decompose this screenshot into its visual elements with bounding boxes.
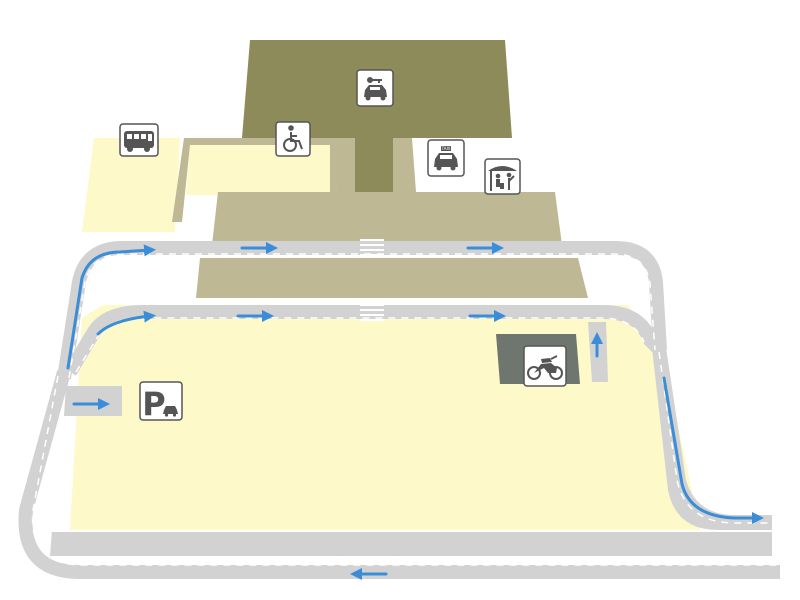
pickup-sign[interactable] [484, 158, 521, 195]
car-rental-sign[interactable] [356, 69, 394, 107]
bottom-road-edge [52, 530, 772, 532]
west-outer-road [18, 370, 780, 579]
taxi-icon: TAXI [434, 146, 458, 171]
upper-road-1-arrow [66, 244, 156, 370]
bus-icon [124, 131, 154, 152]
exit-road-marking [658, 351, 772, 524]
direction-arrows [66, 242, 764, 580]
bus-sign[interactable] [119, 123, 159, 157]
accessible-sign[interactable] [275, 121, 311, 157]
bottom-road [50, 530, 772, 556]
parking-icon: P [142, 385, 178, 423]
terminal-building-frame [172, 138, 340, 222]
lower-loop-road [63, 305, 665, 376]
parking-area-west [82, 138, 180, 232]
wheelchair-icon [283, 125, 303, 152]
terminal-building-base [196, 258, 588, 298]
lower-road-1-arrow [96, 310, 156, 336]
road-network [18, 241, 780, 579]
parking-entrance-lane [64, 386, 122, 416]
crosswalks [360, 239, 384, 321]
upper-loop-road [57, 241, 667, 380]
motorcycle-icon [527, 355, 563, 380]
car-rental-icon [364, 77, 387, 101]
terminal-building-front [212, 192, 562, 245]
taxi-sign[interactable]: TAXI [427, 139, 465, 177]
motorcycle-sign[interactable] [523, 345, 567, 387]
parking-letter: P [142, 385, 165, 423]
passenger-pickup-icon [488, 166, 517, 191]
terminal-building-pillar-left [336, 138, 355, 192]
parking-area-inner [186, 145, 330, 195]
exit-road-arrow [662, 376, 764, 524]
taxi-roof-text: TAXI [441, 146, 451, 151]
parking-sign[interactable]: P [139, 381, 183, 423]
terminal-building-pillar-right [393, 138, 416, 192]
terminal-building-column [355, 138, 393, 192]
